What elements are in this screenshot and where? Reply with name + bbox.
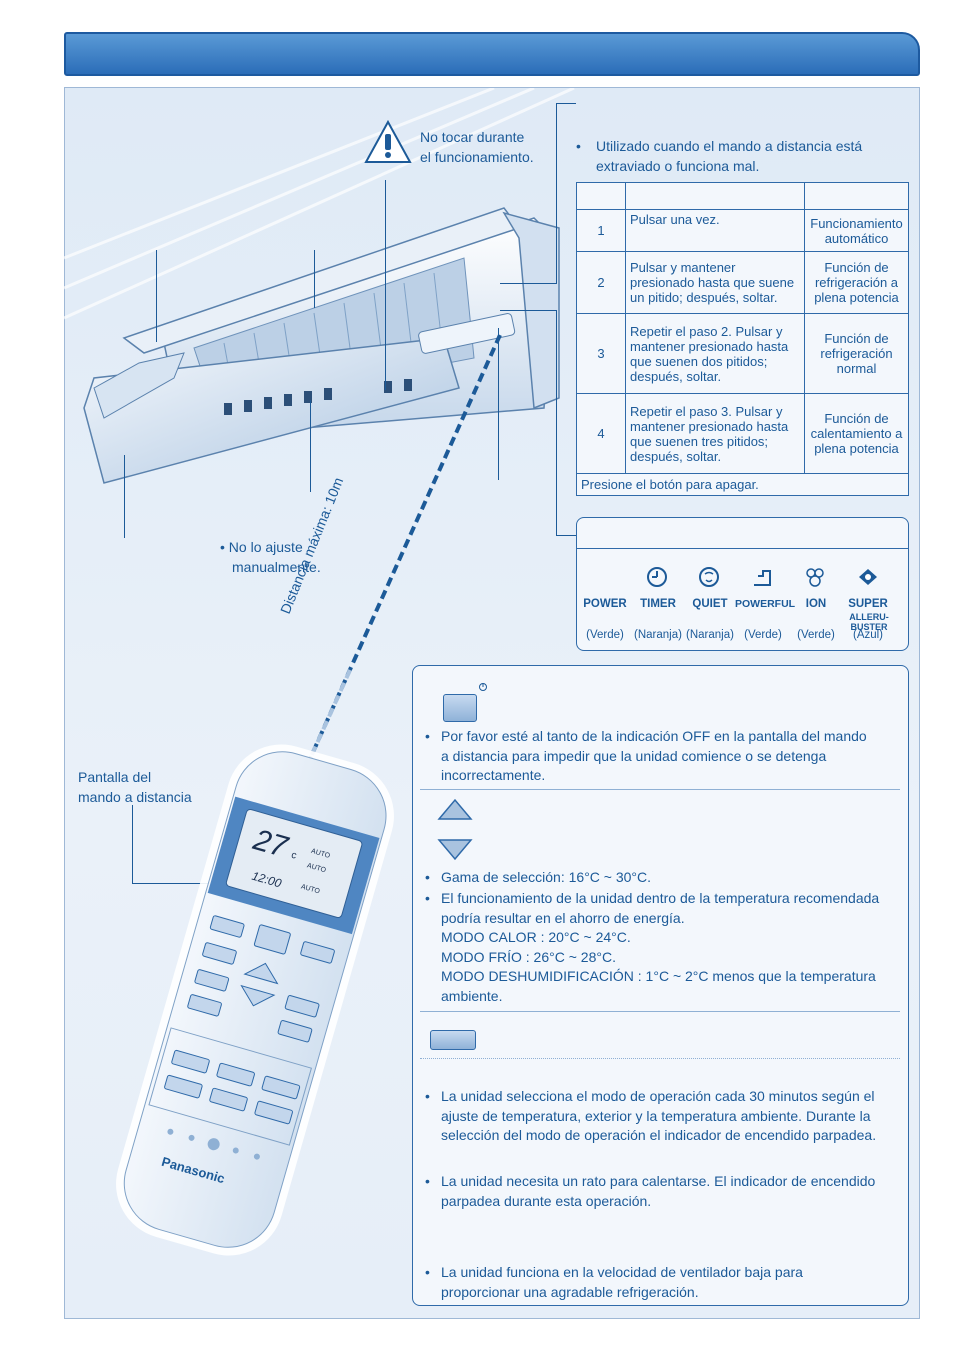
- power-symbol-icon: [479, 683, 487, 691]
- power-button-icon: [443, 694, 477, 722]
- table-row: Presione el botón para apagar.: [576, 473, 909, 496]
- indicator-color: (Azul): [852, 629, 884, 641]
- callout-line: [385, 180, 386, 390]
- callout-line: [132, 883, 262, 884]
- table-header-cell: [625, 182, 805, 210]
- callout-line: [500, 310, 557, 311]
- remote-control: 27 c AUTO AUTO AUTO 12:00 Pan: [116, 744, 394, 1256]
- temp-up-icon: [437, 798, 473, 820]
- indicator-color: (Naranja): [634, 629, 682, 641]
- indicator-color: (Verde): [586, 629, 624, 641]
- indicator-panel: [576, 517, 909, 651]
- callout-line: [556, 535, 576, 536]
- header-bar: [64, 32, 920, 76]
- callout-line: [310, 400, 311, 492]
- indicator-label: QUIET: [692, 598, 728, 610]
- callout-line: [498, 328, 499, 480]
- temp-down-icon: [437, 839, 473, 861]
- remote-unit: c: [290, 850, 298, 862]
- callout-line: [124, 455, 125, 538]
- air-conditioner-illustration: [64, 88, 575, 484]
- indicator-label: ION: [805, 598, 827, 610]
- callout-line: [156, 250, 157, 342]
- callout-line: [556, 310, 557, 535]
- powerful-icon: [754, 570, 771, 586]
- table-header-cell: [804, 182, 909, 210]
- quiet-icon: [699, 567, 719, 587]
- indicator-label: POWER: [583, 598, 627, 610]
- clock-icon: [647, 567, 667, 587]
- warning-icon: [364, 119, 412, 163]
- callout-line: [500, 283, 557, 284]
- separator: [420, 1058, 900, 1059]
- callout-line: [132, 805, 133, 883]
- table-header-cell: [576, 182, 626, 210]
- auto-switch-bullet: • Utilizado cuando el mando a distancia …: [576, 138, 863, 174]
- indicator-sublabel: ALLERU-BUSTER: [849, 612, 889, 632]
- callout-line: [314, 250, 315, 308]
- indicator-color: (Verde): [744, 629, 782, 641]
- remote-display-label: Pantalla del mando a distancia: [78, 769, 192, 805]
- super-alleru-icon: [859, 569, 877, 585]
- mode-button-icon: [430, 1030, 476, 1050]
- info-panel: [412, 665, 909, 1306]
- separator: [420, 789, 900, 790]
- indicator-label: SUPER: [848, 598, 888, 610]
- indicator-label: TIMER: [640, 598, 676, 610]
- indicator-label: POWERFUL: [735, 598, 796, 610]
- ion-icon: [806, 568, 824, 587]
- warning-text: No tocar durante el funcionamiento.: [420, 129, 534, 165]
- indicator-color: (Verde): [797, 629, 835, 641]
- callout-line: [556, 103, 576, 104]
- vane-note: • No lo ajuste manualmente.: [220, 539, 321, 575]
- indicator-color: (Naranja): [686, 629, 734, 641]
- callout-line: [556, 103, 557, 283]
- separator: [420, 1011, 900, 1012]
